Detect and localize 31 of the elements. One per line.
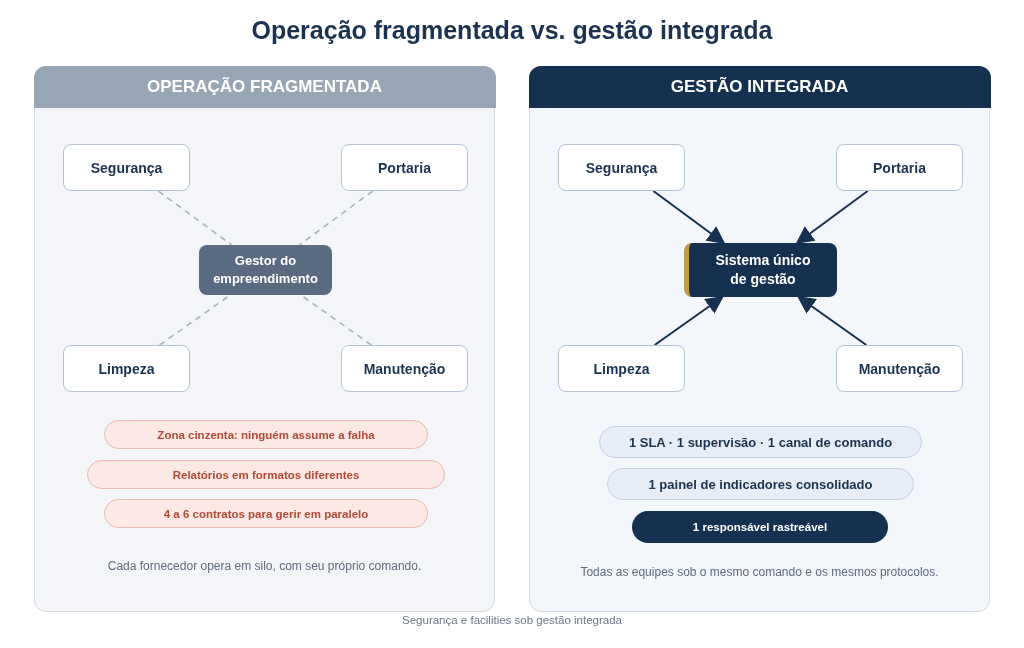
arrow <box>795 190 869 245</box>
issue-pill: Zona cinzenta: ninguém assume a falha <box>104 420 428 449</box>
service-box: Limpeza <box>63 345 190 392</box>
panel-card <box>34 66 495 612</box>
issue-pill: 4 a 6 contratos para gerir em paralelo <box>104 499 428 528</box>
arrow <box>653 295 724 346</box>
service-box: Manutenção <box>836 345 963 392</box>
highlight-pill: 1 responsável rastreável <box>632 511 888 543</box>
caption: Segurança e facilities sob gestão integrada <box>402 614 622 626</box>
benefit-pill: 1 painel de indicadores consolidado <box>607 468 914 500</box>
dashed-connector <box>298 190 374 246</box>
panel-header: GESTÃO INTEGRADA <box>528 65 991 108</box>
arrow <box>797 295 868 346</box>
service-box: Portaria <box>341 144 468 191</box>
system-box: Sistema único de gestão <box>684 243 837 297</box>
service-box: Limpeza <box>558 345 685 392</box>
panel-note: Todas as equipes sob o mesmo comando e os mesmos protocolos. <box>580 565 939 579</box>
panel-card <box>529 66 990 612</box>
diagram-title: Operação fragmentada vs. gestão integrada <box>251 16 773 45</box>
service-box: Portaria <box>836 144 963 191</box>
benefit-pill: 1 SLA · 1 supervisão · 1 canal de comando <box>599 426 922 458</box>
service-box: Segurança <box>558 144 685 191</box>
service-box: Segurança <box>63 144 190 191</box>
dashed-connector <box>157 190 233 246</box>
panel-header: OPERAÇÃO FRAGMENTADA <box>33 65 496 108</box>
issue-pill: Relatórios em formatos diferentes <box>87 460 445 489</box>
dashed-connector <box>158 294 231 346</box>
arrow <box>652 190 726 245</box>
panel-note: Cada fornecedor opera em silo, com seu próprio comando. <box>107 559 422 573</box>
manager-box: Gestor do empreendimento <box>199 245 332 295</box>
service-box: Manutenção <box>341 345 468 392</box>
